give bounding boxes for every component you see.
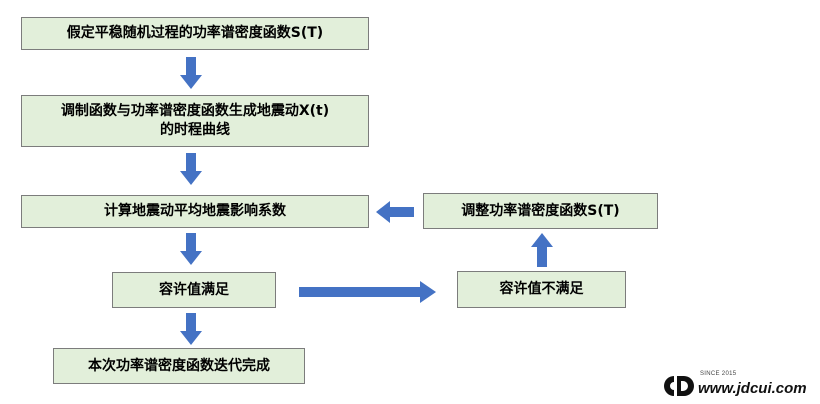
node-adjust-psd: 调整功率谱密度函数S(T): [423, 193, 658, 229]
watermark: SINCE 2015 www.jdcui.com: [660, 370, 818, 402]
node-tolerance-met-label: 容许值满足: [159, 281, 229, 298]
arrow-right-fail: [299, 281, 436, 303]
arrow-down-2: [180, 153, 202, 185]
node-assume-psd: 假定平稳随机过程的功率谱密度函数S(T): [21, 17, 369, 50]
node-generate-label-line2: 的时程曲线: [159, 122, 230, 138]
node-generate-label-line1: 调制函数与功率谱密度函数生成地震动X(t): [60, 103, 330, 119]
node-iteration-complete-label: 本次功率谱密度函数迭代完成: [88, 357, 270, 374]
watermark-url: www.jdcui.com: [698, 380, 807, 397]
node-tolerance-met: 容许值满足: [112, 272, 276, 308]
node-compute-label: 计算地震动平均地震影响系数: [104, 203, 286, 219]
arrow-left-loop: [376, 201, 414, 223]
arrow-down-4: [180, 313, 202, 345]
node-generate-ground-motion: 调制函数与功率谱密度函数生成地震动X(t) 的时程曲线: [21, 95, 369, 147]
node-adjust-psd-label: 调整功率谱密度函数S(T): [461, 202, 620, 219]
node-tolerance-not-met: 容许值不满足: [457, 271, 626, 308]
jdcui-logo-icon: [664, 376, 694, 396]
watermark-since: SINCE 2015: [700, 371, 737, 377]
arrow-down-1: [180, 57, 202, 89]
node-tolerance-not-met-label: 容许值不满足: [499, 281, 584, 297]
node-assume-psd-label: 假定平稳随机过程的功率谱密度函数S(T): [66, 25, 324, 41]
node-compute-coefficient: 计算地震动平均地震影响系数: [21, 195, 369, 228]
arrow-down-3: [180, 233, 202, 265]
node-iteration-complete: 本次功率谱密度函数迭代完成: [53, 348, 305, 384]
arrow-up-adjust: [531, 233, 553, 267]
